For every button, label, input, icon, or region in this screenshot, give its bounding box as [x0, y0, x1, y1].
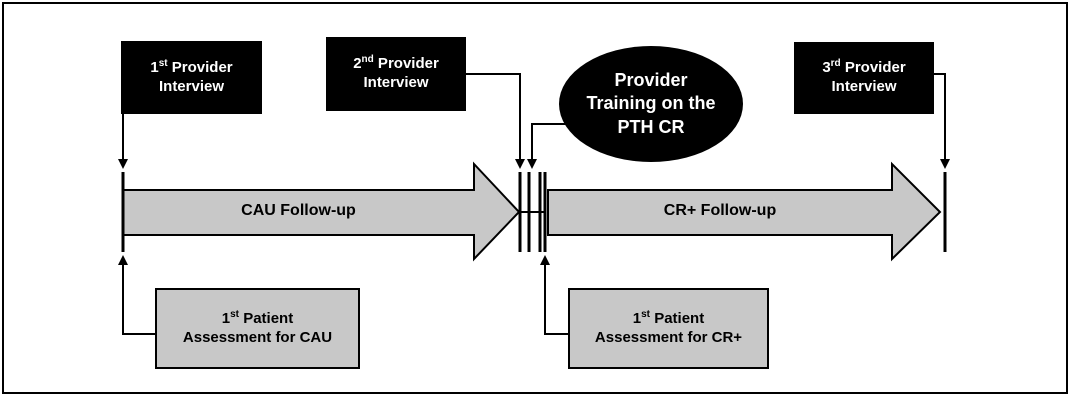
- patient-assessment-crplus-box: [568, 288, 769, 369]
- provider-interview-2-box: [326, 37, 466, 111]
- patient-assessment-cau-label: 1st Patient Assessment for CAU: [182, 308, 333, 346]
- patient-assessment-crplus-label: 1st Patient Assessment for CR+: [594, 308, 743, 346]
- diagram-canvas: [118, 37, 950, 369]
- training-label: Provider Training on the PTH CR: [586, 69, 716, 137]
- provider-interview-1-label: 1st Provider Interview: [150, 57, 233, 95]
- arrow-training: [527, 123, 570, 169]
- arrow-interview-3: [934, 73, 950, 169]
- cau-followup-arrow: [122, 161, 521, 262]
- provider-interview-1-box: [121, 41, 262, 114]
- cau-followup-label: CAU Follow-up: [241, 202, 356, 219]
- patient-assessment-cau-box: [155, 288, 360, 369]
- provider-interview-3-label: 3rd Provider Interview: [822, 58, 906, 95]
- arrow-assessment-cau-up: [118, 255, 156, 335]
- training-ellipse: [559, 46, 743, 162]
- provider-interview-3-box: [794, 42, 934, 114]
- arrow-assessment-crplus-up: [540, 255, 569, 335]
- provider-interview-2-label: 2nd Provider Interview: [353, 54, 439, 91]
- crplus-followup-label: CR+ Follow-up: [663, 202, 777, 219]
- diagram-frame: 1st Provider Interview 2nd Provider Inte…: [2, 2, 1068, 394]
- crplus-followup-arrow: [547, 161, 942, 262]
- arrow-interview-2: [466, 73, 525, 169]
